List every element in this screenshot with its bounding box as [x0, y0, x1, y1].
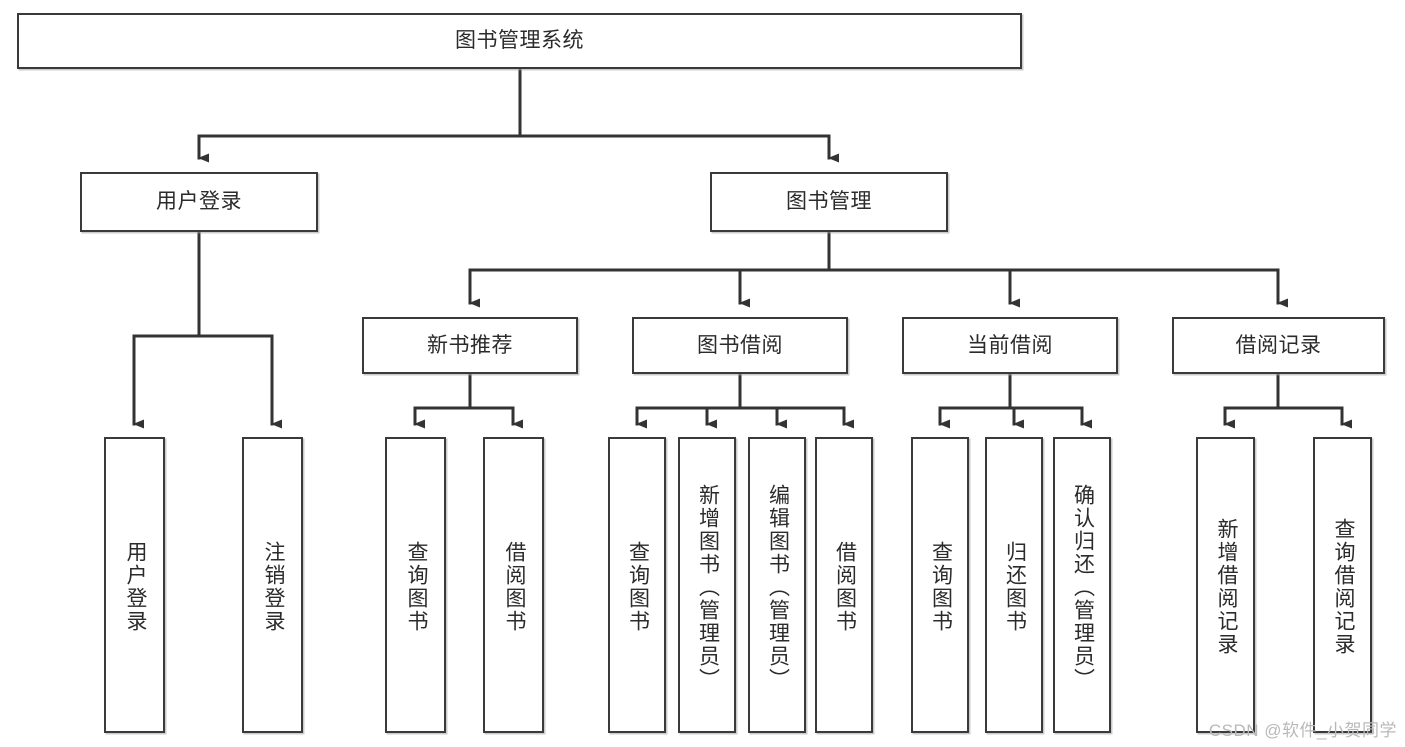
node-label: 借阅图书	[502, 541, 526, 633]
node-leaf-3[interactable]: 借阅图书	[483, 437, 544, 733]
node-label: 编辑图书（管理员）	[766, 483, 790, 691]
node-leaf-12[interactable]: 查询借阅记录	[1313, 437, 1372, 733]
node-label: 图书管理	[786, 190, 872, 214]
node-leaf-10[interactable]: 确认归还（管理员）	[1053, 437, 1111, 733]
node-leaf-11[interactable]: 新增借阅记录	[1196, 437, 1255, 733]
node-leaf-4[interactable]: 查询图书	[608, 437, 666, 733]
node-leaf-6[interactable]: 编辑图书（管理员）	[748, 437, 806, 733]
node-leaf-7[interactable]: 借阅图书	[815, 437, 873, 733]
node-label: 图书借阅	[697, 333, 783, 357]
node-label: 查询借阅记录	[1331, 518, 1355, 656]
node-leaf-0[interactable]: 用户登录	[104, 437, 165, 733]
node-leaf-1[interactable]: 注销登录	[242, 437, 303, 733]
node-root[interactable]: 图书管理系统	[17, 13, 1022, 69]
node-label: 新增图书（管理员）	[696, 483, 720, 691]
node-label: 用户登录	[123, 541, 147, 633]
node-label: 图书管理系统	[455, 29, 584, 53]
node-level1-0[interactable]: 用户登录	[80, 172, 318, 232]
node-leaf-2[interactable]: 查询图书	[385, 437, 446, 733]
node-leaf-5[interactable]: 新增图书（管理员）	[678, 437, 736, 733]
node-label: 借阅记录	[1235, 333, 1322, 357]
node-label: 查询图书	[626, 541, 650, 633]
node-label: 确认归还（管理员）	[1071, 483, 1095, 691]
node-label: 查询图书	[929, 541, 953, 633]
node-level2-1[interactable]: 图书借阅	[632, 317, 848, 374]
node-level2-3[interactable]: 借阅记录	[1172, 317, 1385, 374]
node-label: 归还图书	[1003, 541, 1027, 633]
node-level1-1[interactable]: 图书管理	[710, 172, 948, 232]
node-label: 新书推荐	[427, 333, 513, 357]
node-label: 注销登录	[261, 541, 285, 633]
node-level2-0[interactable]: 新书推荐	[362, 317, 578, 374]
node-label: 当前借阅	[967, 333, 1053, 357]
node-label: 用户登录	[156, 190, 242, 214]
node-leaf-9[interactable]: 归还图书	[985, 437, 1043, 733]
node-level2-2[interactable]: 当前借阅	[902, 317, 1118, 374]
node-leaf-8[interactable]: 查询图书	[911, 437, 969, 733]
node-label: 查询图书	[404, 541, 428, 633]
node-label: 借阅图书	[833, 541, 857, 633]
node-label: 新增借阅记录	[1214, 518, 1238, 656]
